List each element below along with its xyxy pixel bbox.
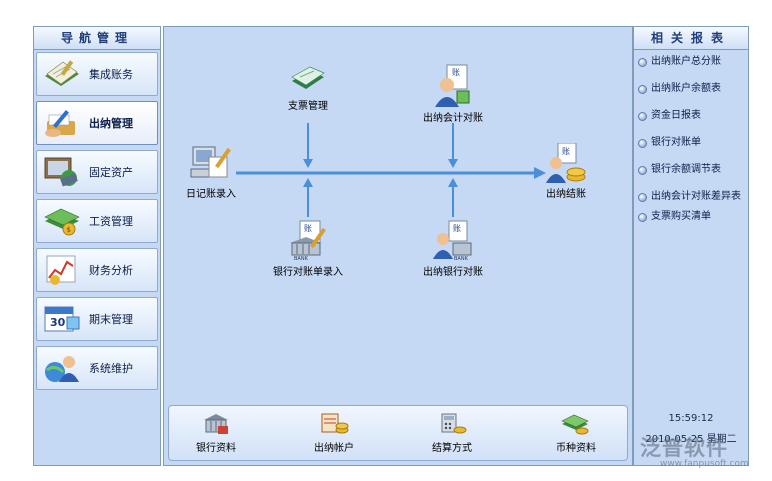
currency-info-icon: [561, 414, 589, 435]
bank-info-icon: [204, 414, 228, 434]
ledger-book-icon: [45, 60, 79, 86]
nav-item-label: 出纳管理: [89, 117, 133, 130]
quick-label: 出纳帐户: [314, 443, 354, 454]
settlement-method-icon: [441, 413, 467, 434]
calendar-30-icon: 30: [44, 306, 80, 332]
bullet-icon: [638, 58, 647, 67]
quick-currency-info[interactable]: 币种资料: [541, 412, 611, 454]
report-link[interactable]: 银行余额调节表: [638, 164, 748, 176]
quick-label: 币种资料: [556, 443, 596, 454]
report-link[interactable]: 出纳会计对账差异表: [638, 191, 748, 203]
nav-item-salary-management[interactable]: $ 工资管理: [36, 199, 158, 243]
nav-item-label: 期末管理: [89, 313, 133, 326]
node-cashier-closing[interactable]: 账 出纳结账: [536, 143, 596, 200]
bullet-icon: [638, 139, 647, 148]
nav-item-period-end[interactable]: 30 期末管理: [36, 297, 158, 341]
navigation-title: 导航管理: [34, 27, 160, 50]
quick-label: 银行资料: [196, 443, 236, 454]
bullet-icon: [638, 213, 647, 222]
svg-text:账: 账: [453, 224, 461, 233]
main-workspace: 支票管理 账 出纳会计对账 日记账录入 账 出纳结账: [163, 26, 633, 466]
node-check-management[interactable]: 支票管理: [272, 63, 344, 112]
bullet-icon: [638, 112, 647, 121]
node-cashier-accounting-reconcile[interactable]: 账 出纳会计对账: [410, 63, 496, 124]
system-user-globe-icon: [45, 356, 79, 382]
svg-text:账: 账: [304, 224, 312, 233]
node-label: 出纳会计对账: [423, 113, 483, 124]
analysis-chart-icon: [46, 255, 76, 285]
reports-title: 相关报表: [634, 27, 748, 50]
flow-diagram: [236, 123, 546, 217]
nav-item-cashier-management[interactable]: 出纳管理: [36, 101, 158, 145]
reports-panel: 相关报表 出纳账户总分账 出纳账户余额表 资金日报表 银行对账单 银行余额调节表…: [633, 26, 749, 466]
fixed-assets-icon: [44, 157, 78, 187]
node-label: 日记账录入: [186, 189, 236, 200]
navigation-panel: 导航管理 集成账务 出纳管理 固定资产: [33, 26, 161, 466]
nav-item-fixed-assets[interactable]: 固定资产: [36, 150, 158, 194]
cashier-hand-pen-icon: [45, 110, 75, 137]
nav-item-label: 工资管理: [89, 215, 133, 228]
bullet-icon: [638, 166, 647, 175]
check-book-icon: [291, 66, 325, 89]
report-link[interactable]: 银行对账单: [638, 137, 748, 149]
nav-item-label: 固定资产: [89, 166, 133, 179]
node-journal-entry[interactable]: 日记账录入: [178, 143, 244, 200]
nav-item-integrated-accounting[interactable]: 集成账务: [36, 52, 158, 96]
bank-reconcile-icon: 账 BANK: [433, 220, 472, 261]
report-link[interactable]: 支票购买清单: [638, 211, 748, 223]
status-clock: 15:59:12 2010-05-25 星期二: [634, 413, 748, 445]
node-label: 出纳结账: [546, 189, 586, 200]
status-time: 15:59:12: [668, 413, 714, 424]
cashier-account-icon: [321, 413, 349, 434]
node-cashier-bank-reconcile[interactable]: 账 BANK 出纳银行对账: [410, 219, 496, 278]
node-bank-statement-entry[interactable]: 账 BANK 银行对账单录入: [260, 219, 356, 278]
quick-access-bar: 银行资料 出纳帐户 结算方式: [168, 405, 628, 461]
flow-arrow-head: [534, 167, 546, 179]
svg-text:$: $: [67, 226, 71, 234]
quick-label: 结算方式: [432, 443, 472, 454]
salary-money-icon: $: [44, 208, 80, 236]
nav-item-label: 财务分析: [89, 264, 133, 277]
svg-text:账: 账: [562, 147, 570, 156]
report-list: 出纳账户总分账 出纳账户余额表 资金日报表 银行对账单 银行余额调节表 出纳会计…: [634, 50, 748, 223]
svg-text:30: 30: [50, 316, 66, 329]
node-label: 出纳银行对账: [423, 267, 483, 278]
bullet-icon: [638, 85, 647, 94]
nav-item-label: 集成账务: [89, 68, 133, 81]
node-label: 支票管理: [288, 101, 328, 112]
journal-computer-icon: [190, 146, 231, 178]
accountant-ledger-icon: 账: [435, 64, 470, 107]
nav-item-financial-analysis[interactable]: 财务分析: [36, 248, 158, 292]
closing-coins-icon: 账: [546, 143, 586, 183]
node-label: 银行对账单录入: [273, 267, 343, 278]
nav-item-label: 系统维护: [89, 362, 133, 375]
quick-settlement-method[interactable]: 结算方式: [417, 412, 487, 454]
svg-text:账: 账: [452, 68, 460, 77]
bank-statement-icon: 账 BANK: [290, 220, 326, 261]
bullet-icon: [638, 193, 647, 202]
quick-cashier-account[interactable]: 出纳帐户: [299, 412, 369, 454]
nav-item-system-maintenance[interactable]: 系统维护: [36, 346, 158, 390]
svg-text:BANK: BANK: [454, 256, 469, 261]
report-link[interactable]: 出纳账户余额表: [638, 83, 748, 95]
svg-text:BANK: BANK: [294, 256, 309, 261]
quick-bank-info[interactable]: 银行资料: [181, 412, 251, 454]
report-link[interactable]: 资金日报表: [638, 110, 748, 122]
status-date: 2010-05-25 星期二: [645, 434, 737, 445]
report-link[interactable]: 出纳账户总分账: [638, 56, 748, 68]
